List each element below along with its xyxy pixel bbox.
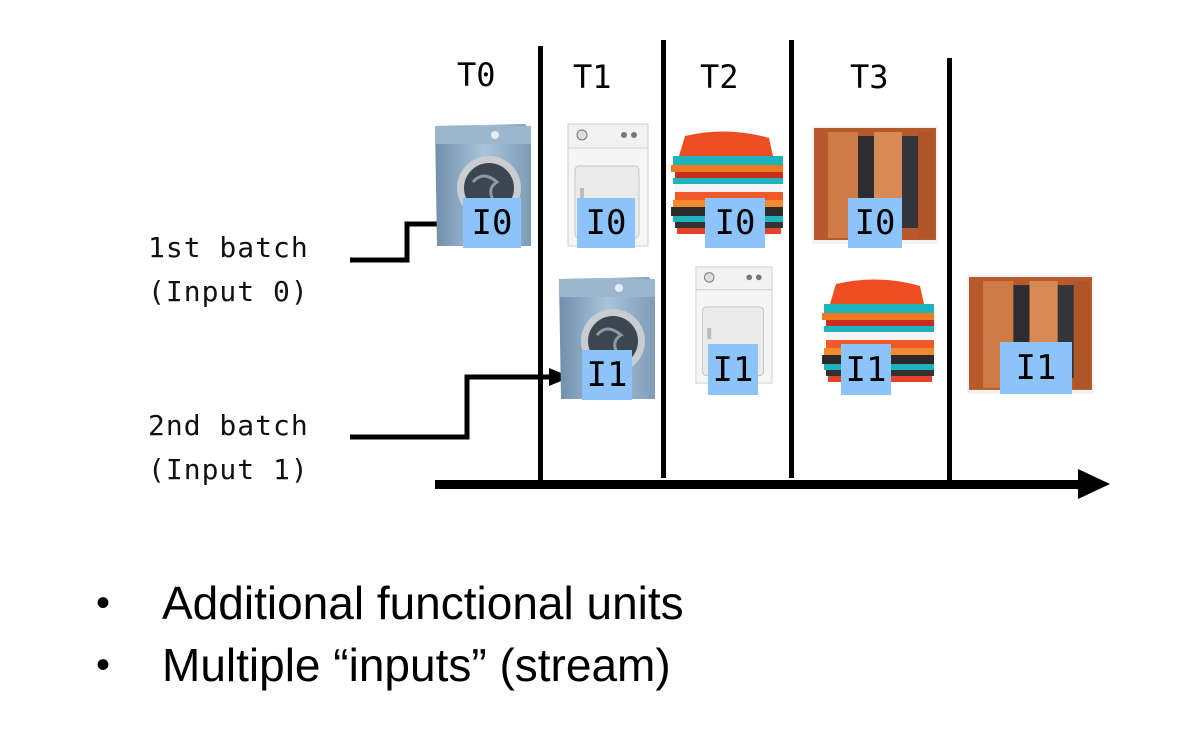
bullet-glyph: •	[96, 642, 111, 687]
bullet-text: Additional functional units	[162, 577, 684, 629]
batch-2-arrow	[350, 368, 571, 440]
divider-t2-t3	[789, 40, 794, 478]
cell-label-t3-i1: I1	[841, 344, 891, 395]
batch-1-name: 1st batch	[148, 231, 309, 264]
bullet-glyph: •	[96, 580, 111, 625]
time-header-t0: T0	[457, 56, 496, 94]
cell-label-t1-i0: I0	[577, 198, 635, 248]
cell-label-t4-i1: I1	[1000, 342, 1072, 394]
bullet-list: • Additional functional units • Multiple…	[96, 572, 684, 696]
batch-2-name: 2nd batch	[148, 409, 309, 442]
divider-t1-t2	[661, 40, 666, 478]
cell-label-t2-i1: I1	[708, 344, 758, 395]
cell-label-t1-i1: I1	[582, 350, 632, 400]
divider-t0-t1	[538, 46, 543, 482]
time-header-t1: T1	[573, 58, 612, 96]
time-axis-arrow	[435, 469, 1110, 499]
bullet-item: • Additional functional units	[96, 572, 684, 634]
divider-t3-t4	[947, 58, 952, 482]
time-header-t3: T3	[850, 58, 889, 96]
cell-label-t0-i0: I0	[463, 198, 521, 248]
batch-1-input: (Input 0)	[148, 275, 309, 308]
batch-label-2: 2nd batch (Input 1)	[148, 404, 309, 492]
cell-label-t2-i0: I0	[705, 198, 765, 248]
time-header-t2: T2	[700, 58, 739, 96]
bullet-text: Multiple “inputs” (stream)	[162, 639, 671, 691]
batch-label-1: 1st batch (Input 0)	[148, 226, 309, 314]
batch-2-input: (Input 1)	[148, 453, 309, 486]
cell-label-t3-i0: I0	[848, 198, 902, 248]
bullet-item: • Multiple “inputs” (stream)	[96, 634, 684, 696]
